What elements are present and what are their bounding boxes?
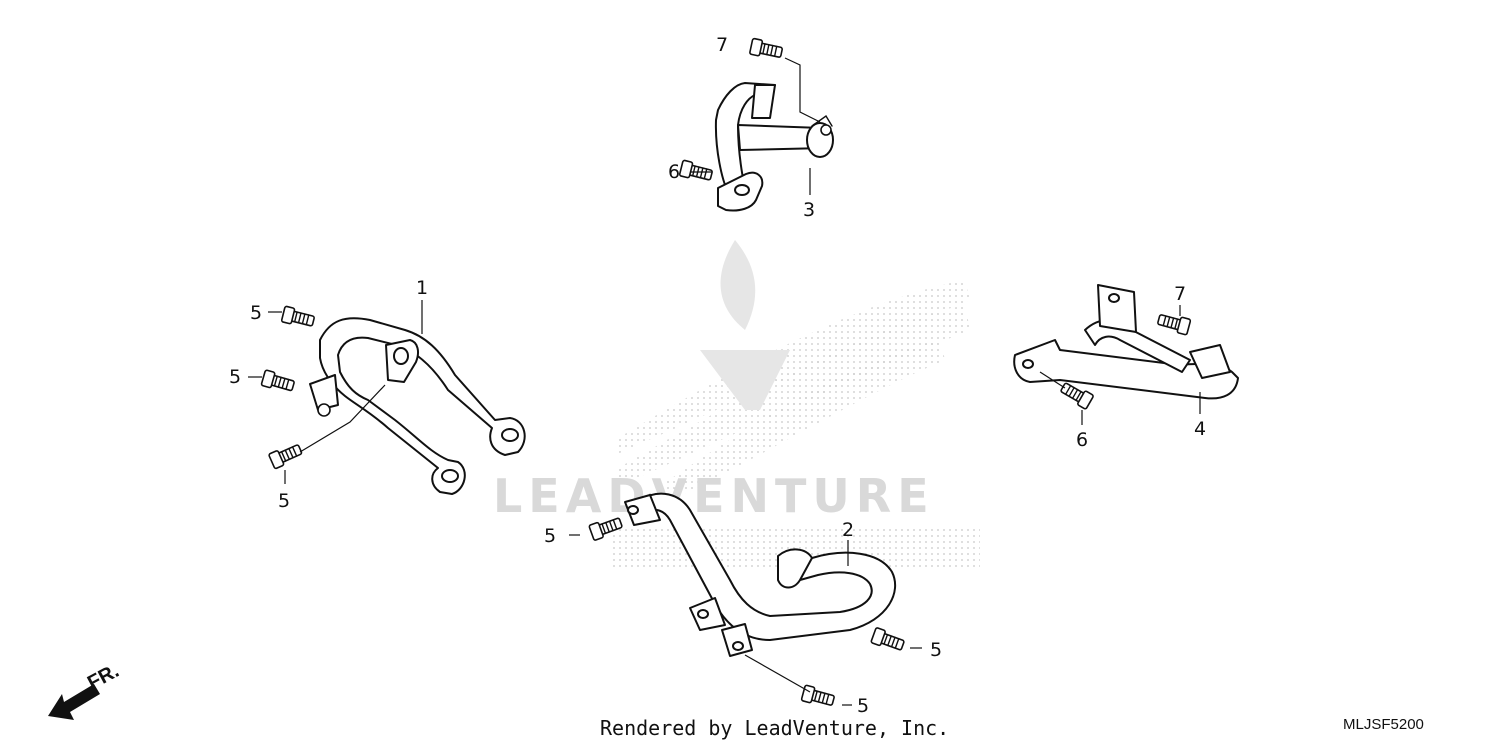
bolt-icon bbox=[748, 37, 784, 62]
callout-5-bottom-right: 5 bbox=[930, 639, 942, 661]
bolt-icon bbox=[267, 440, 305, 470]
arrow-front-icon bbox=[48, 684, 100, 720]
callout-3: 3 bbox=[803, 199, 815, 221]
callout-7-right: 7 bbox=[1174, 283, 1186, 305]
callout-5-bottom: 5 bbox=[857, 695, 869, 717]
watermark-wing-logo bbox=[610, 240, 980, 570]
callout-5-left-lower: 5 bbox=[278, 490, 290, 512]
bolt-icon bbox=[870, 626, 907, 654]
callout-5-left-mid: 5 bbox=[229, 366, 241, 388]
watermark-text: LEADVENTURE bbox=[493, 469, 935, 523]
callout-5-bottom-left: 5 bbox=[544, 525, 556, 547]
diagram-code: MLJSF5200 bbox=[1343, 716, 1424, 733]
bolt-icon bbox=[260, 369, 297, 395]
callout-6-right: 6 bbox=[1076, 429, 1088, 451]
bolt-icon bbox=[280, 305, 317, 330]
part-2-guard bbox=[624, 492, 897, 657]
part-3-bracket bbox=[714, 82, 834, 212]
callout-4: 4 bbox=[1194, 418, 1206, 440]
callout-6-top: 6 bbox=[668, 161, 680, 183]
callout-2: 2 bbox=[842, 519, 854, 541]
part-4-bracket bbox=[1013, 284, 1239, 400]
bolt-icon bbox=[800, 684, 837, 710]
part-1-guard bbox=[309, 317, 526, 495]
callout-7-top: 7 bbox=[716, 34, 728, 56]
callout-5-left-upper: 5 bbox=[250, 302, 262, 324]
bolt-icon bbox=[1155, 310, 1192, 336]
callout-1: 1 bbox=[416, 277, 428, 299]
footer-credit: Rendered by LeadVenture, Inc. bbox=[600, 716, 950, 740]
